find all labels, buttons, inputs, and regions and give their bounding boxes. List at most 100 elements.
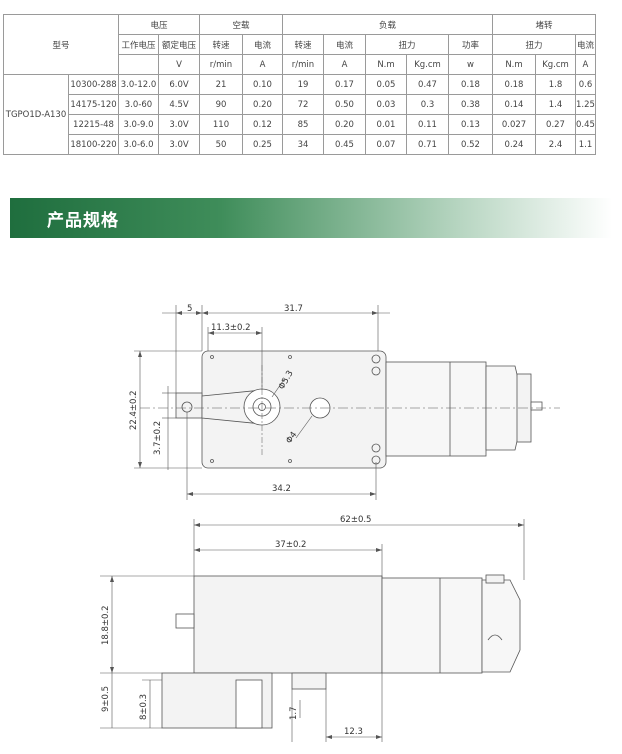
- cell-rated: 4.5V: [158, 94, 200, 115]
- cell-nl-speed: 50: [199, 134, 243, 155]
- unit-working-blank: [118, 54, 159, 75]
- motor-shaft: [530, 401, 543, 411]
- cell-s-nm: 0.027: [492, 114, 536, 135]
- cell-l-kgcm: 0.3: [406, 94, 449, 115]
- cell-s-nm: 0.18: [492, 74, 536, 95]
- cell-l-current: 0.45: [323, 134, 366, 155]
- cell-l-kgcm: 0.11: [406, 114, 449, 135]
- unit-power: w: [448, 54, 493, 75]
- cell-working: 3.0-6.0: [118, 134, 159, 155]
- side-motor-cap: [481, 579, 521, 673]
- cell-l-nm: 0.05: [365, 74, 407, 95]
- cell-rated: 3.0V: [158, 134, 200, 155]
- cell-l-kgcm: 0.71: [406, 134, 449, 155]
- dim-34-2: 34.2: [272, 484, 291, 494]
- unit-nl-current: A: [242, 54, 283, 75]
- cell-nl-speed: 90: [199, 94, 243, 115]
- cell-model: 12215-48: [68, 114, 119, 135]
- header-voltage: 电压: [118, 14, 200, 35]
- unit-l-speed: r/min: [282, 54, 324, 75]
- unit-l-current: A: [323, 54, 366, 75]
- technical-drawing: 5 31.7 11.3±0.2 Φ5.3 Φ4 22.4±0.2 3.7±0.2…: [100, 304, 560, 742]
- header-load: 负载: [282, 14, 493, 35]
- dim-5: 5: [187, 304, 192, 314]
- cell-working: 3.0-9.0: [118, 114, 159, 135]
- cell-power: 0.18: [448, 74, 493, 95]
- cell-working: 3.0-60: [118, 94, 159, 115]
- header-s-current: 电流: [575, 34, 596, 55]
- dim-1-7: 1.7: [289, 706, 299, 720]
- cell-l-current: 0.50: [323, 94, 366, 115]
- cell-nl-current: 0.25: [242, 134, 283, 155]
- cell-model: 18100-220: [68, 134, 119, 155]
- header-power: 功率: [448, 34, 493, 55]
- cell-rated: 6.0V: [158, 74, 200, 95]
- cell-s-nm: 0.24: [492, 134, 536, 155]
- cell-nl-current: 0.10: [242, 74, 283, 95]
- header-working-voltage: 工作电压: [118, 34, 159, 55]
- dim-3-7: 3.7±0.2: [153, 421, 163, 455]
- unit-l-kgcm: Kg.cm: [406, 54, 449, 75]
- spec-table: 型号 电压 空载 负载 堵转 工作电压 额定电压 转速 电流 转速 电流 扭力 …: [3, 14, 596, 155]
- cell-l-nm: 0.01: [365, 114, 407, 135]
- side-motor-body: [381, 577, 483, 674]
- top-view: [175, 350, 543, 469]
- section-title: 产品规格: [47, 211, 119, 231]
- unit-s-current: A: [575, 54, 596, 75]
- unit-s-nm: N.m: [492, 54, 536, 75]
- cell-nl-speed: 21: [199, 74, 243, 95]
- dim-8: 8±0.3: [139, 694, 149, 720]
- cell-l-speed: 72: [282, 94, 324, 115]
- cell-s-current: 0.6: [575, 74, 596, 95]
- header-no-load: 空载: [199, 14, 283, 35]
- cell-s-current: 0.45: [575, 114, 596, 135]
- cell-l-current: 0.17: [323, 74, 366, 95]
- cell-model: 10300-288: [68, 74, 119, 95]
- side-output-shaft: [175, 613, 195, 629]
- cell-l-kgcm: 0.47: [406, 74, 449, 95]
- table-row: 12215-48 3.0-9.0 3.0V 110 0.12 85 0.20 0…: [4, 114, 596, 135]
- series-name: TGPO1D-A130: [3, 74, 69, 155]
- cell-l-speed: 19: [282, 74, 324, 95]
- cell-l-current: 0.20: [323, 114, 366, 135]
- cell-s-kgcm: 1.4: [535, 94, 576, 115]
- cell-s-kgcm: 2.4: [535, 134, 576, 155]
- cell-l-speed: 85: [282, 114, 324, 135]
- header-nl-speed: 转速: [199, 34, 243, 55]
- header-model: 型号: [3, 14, 119, 75]
- header-s-torque: 扭力: [492, 34, 576, 55]
- dim-11-3: 11.3±0.2: [211, 323, 251, 333]
- side-gearbox-body: [193, 575, 383, 674]
- header-rated-voltage: 额定电压: [158, 34, 200, 55]
- side-tab: [291, 672, 327, 690]
- cell-s-kgcm: 1.8: [535, 74, 576, 95]
- dim-9: 9±0.5: [101, 686, 111, 712]
- header-l-current: 电流: [323, 34, 366, 55]
- unit-nl-speed: r/min: [199, 54, 243, 75]
- cell-working: 3.0-12.0: [118, 74, 159, 95]
- section-banner: [10, 198, 612, 238]
- cell-s-nm: 0.14: [492, 94, 536, 115]
- cell-s-current: 1.1: [575, 134, 596, 155]
- cell-model: 14175-120: [68, 94, 119, 115]
- table-row: 18100-220 3.0-6.0 3.0V 50 0.25 34 0.45 0…: [4, 134, 596, 155]
- dim-18-8: 18.8±0.2: [101, 605, 111, 645]
- dim-31-7: 31.7: [284, 304, 303, 314]
- unit-rated-v: V: [158, 54, 200, 75]
- header-stall: 堵转: [492, 14, 596, 35]
- header-l-speed: 转速: [282, 34, 324, 55]
- table-row: TGPO1D-A130 10300-288 3.0-12.0 6.0V 21 0…: [3, 74, 596, 155]
- motor-body: [385, 361, 487, 457]
- header-nl-current: 电流: [242, 34, 283, 55]
- unit-s-kgcm: Kg.cm: [535, 54, 576, 75]
- cell-s-current: 1.25: [575, 94, 596, 115]
- output-shaft-block: [175, 392, 203, 419]
- header-l-torque: 扭力: [365, 34, 449, 55]
- side-view: [161, 574, 521, 729]
- cell-nl-speed: 110: [199, 114, 243, 135]
- dim-22-4: 22.4±0.2: [129, 390, 139, 430]
- unit-l-nm: N.m: [365, 54, 407, 75]
- cell-power: 0.13: [448, 114, 493, 135]
- cell-l-speed: 34: [282, 134, 324, 155]
- table-row: 14175-120 3.0-60 4.5V 90 0.20 72 0.50 0.…: [4, 94, 596, 115]
